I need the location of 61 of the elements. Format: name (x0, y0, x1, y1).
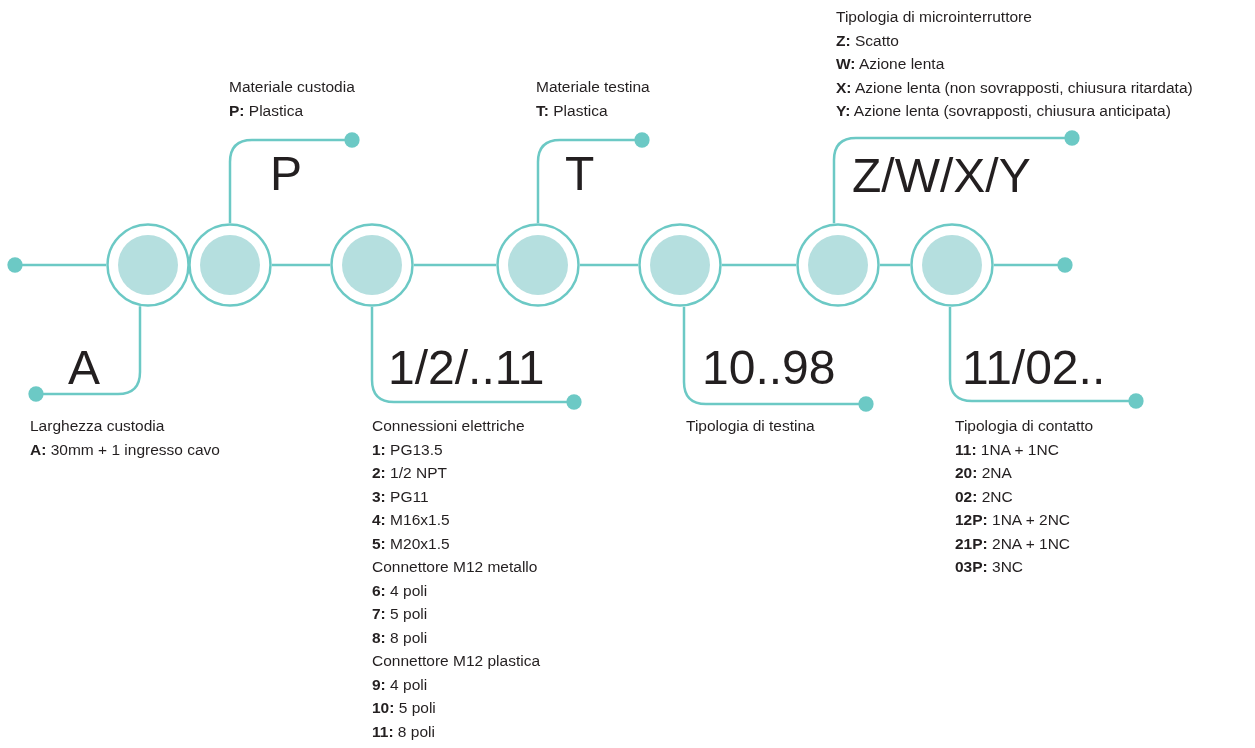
connector-line (414, 263, 496, 267)
leader-line (28, 306, 142, 402)
option-line: 12P: 1NA + 2NC (955, 510, 1071, 530)
code-value: T (565, 150, 595, 198)
code-value: Z/W/X/Y (852, 152, 1031, 200)
option-line: T: Plastica (536, 100, 608, 121)
leader-line (7, 257, 106, 273)
option-line: P: Plastica (229, 100, 304, 121)
leader-line (536, 132, 650, 223)
option-line: W: Azione lenta (836, 54, 945, 74)
connector-line (580, 263, 638, 267)
option-line: Connettore M12 plastica (372, 651, 540, 671)
option-line: 9: 4 poli (372, 674, 428, 695)
option-heading: Materiale testina (536, 77, 650, 97)
option-heading: Tipologia di testina (686, 416, 815, 436)
option-line: 1: PG13.5 (372, 439, 443, 460)
code-position-circle (910, 223, 994, 307)
option-line: Z: Scatto (836, 30, 899, 51)
leader-line (832, 130, 1080, 224)
connector-line (722, 263, 796, 267)
code-value: A (68, 344, 100, 392)
option-line: 10: 5 poli (372, 698, 436, 718)
option-line: Connettore M12 metallo (372, 557, 538, 577)
leader-line (682, 306, 874, 412)
leader-line (948, 306, 1144, 409)
option-line: 02: 2NC (955, 486, 1013, 507)
option-line: 3: PG11 (372, 486, 429, 507)
leader-line (228, 132, 360, 223)
option-heading: Materiale custodia (229, 77, 355, 97)
connector-line (880, 263, 910, 267)
option-line: Y: Azione lenta (sovrapposti, chiusura anticipata) (836, 101, 1171, 121)
option-line: 11: 1NA + 1NC (955, 439, 1059, 460)
option-line: 20: 2NA (955, 463, 1012, 483)
code-value: 1/2/..11 (388, 344, 545, 392)
leader-line (370, 307, 582, 410)
option-line: A: 30mm + 1 ingresso cavo (30, 439, 220, 460)
option-line: 6: 4 poli (372, 580, 428, 601)
option-line: 11: 8 poli (372, 721, 435, 742)
code-value: 11/02.. (962, 344, 1106, 392)
option-line: 5: M20x1.5 (372, 533, 450, 554)
code-value: 10..98 (702, 344, 836, 392)
option-line: 21P: 2NA + 1NC (955, 533, 1071, 554)
code-position-circle (496, 223, 580, 307)
code-position-circle (796, 223, 880, 307)
option-heading: Tipologia di microinterruttore (836, 7, 1032, 27)
option-line: 4: M16x1.5 (372, 510, 450, 530)
code-position-circle (638, 223, 722, 307)
code-position-circle (330, 223, 414, 307)
code-value: P (270, 150, 302, 198)
option-line: X: Azione lenta (non sovrapposti, chiusura ritardata) (836, 77, 1193, 98)
code-position-circle (188, 223, 272, 307)
option-line: 03P: 3NC (955, 557, 1024, 577)
code-position-circle (106, 223, 190, 307)
option-line: 2: 1/2 NPT (372, 463, 447, 483)
option-line: 8: 8 poli (372, 627, 428, 648)
leader-line (994, 257, 1073, 273)
option-heading: Larghezza custodia (30, 416, 165, 436)
connector-line (272, 263, 330, 267)
option-line: 7: 5 poli (372, 604, 428, 624)
option-heading: Tipologia di contatto (955, 416, 1094, 436)
option-heading: Connessioni elettriche (372, 416, 525, 436)
